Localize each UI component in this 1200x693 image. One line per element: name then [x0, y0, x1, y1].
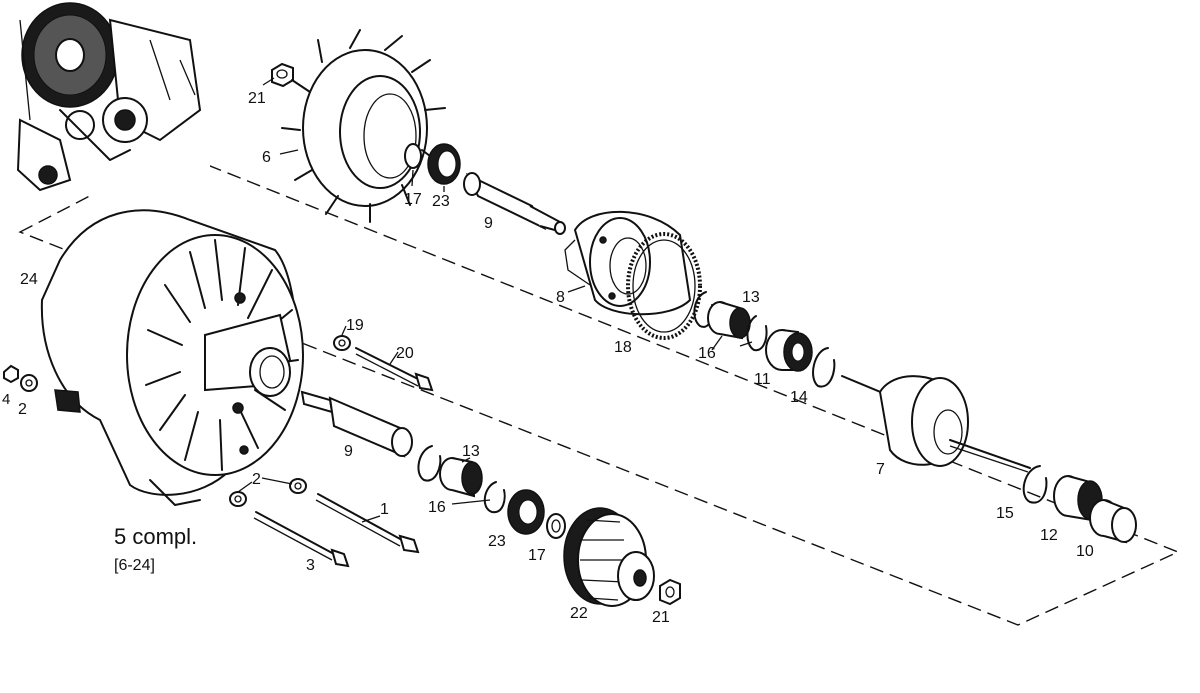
leader-lines [237, 77, 753, 523]
label-10: 10 [1076, 543, 1094, 560]
ring-part-17-bottom [546, 513, 566, 539]
sleeve-part-9-top [463, 172, 566, 235]
label-2-lower: 2 [252, 471, 261, 488]
assembly-range: [6-24] [114, 557, 155, 574]
label-19: 19 [346, 317, 364, 334]
label-17-bottom: 17 [528, 547, 546, 564]
washer-part-19 [333, 335, 351, 351]
label-22: 22 [570, 605, 588, 622]
washer-part-2-left [20, 374, 38, 392]
bearing-part-13-upper [707, 301, 751, 340]
bolt-part-1 [315, 493, 420, 554]
pulley-part-22 [563, 507, 655, 607]
label-1: 1 [380, 501, 389, 518]
bolt-part-20 [355, 347, 434, 392]
fan-part-6 [281, 29, 446, 223]
housing-part-24 [40, 209, 304, 506]
label-23-bottom: 23 [488, 533, 506, 550]
label-13-upper: 13 [742, 289, 760, 306]
bearing-part-11 [765, 329, 813, 372]
bolt-part-3 [253, 511, 350, 568]
label-7: 7 [876, 461, 885, 478]
rotor-part-7 [841, 375, 1031, 473]
engine-thumbnail [14, 2, 210, 194]
label-2-left: 2 [18, 401, 27, 418]
nut-part-4 [3, 364, 19, 384]
label-23-top: 23 [432, 193, 450, 210]
label-17-top: 17 [404, 191, 422, 208]
label-3: 3 [306, 557, 315, 574]
label-15: 15 [996, 505, 1014, 522]
circlip-part-16-lower [417, 445, 442, 482]
label-16-upper: 16 [698, 345, 716, 362]
label-14: 14 [790, 389, 808, 406]
sleeve-part-9-bottom [300, 390, 413, 458]
label-16-lower: 16 [428, 499, 446, 516]
label-21-top: 21 [248, 90, 266, 107]
circlip-part-14 [812, 347, 836, 388]
circlip-part-16b-lower [483, 481, 506, 514]
label-12: 12 [1040, 527, 1058, 544]
label-11: 11 [754, 371, 771, 388]
label-9-bottom: 9 [344, 443, 353, 460]
bearing-part-13-lower [439, 457, 483, 498]
circlip-part-16b-upper [746, 315, 768, 352]
ring-part-17-top [404, 143, 422, 169]
sleeve-part-10 [1089, 499, 1137, 544]
seal-part-23-top [427, 143, 461, 185]
label-6: 6 [262, 149, 271, 166]
nut-part-21-top [271, 62, 294, 88]
label-21-bottom: 21 [652, 609, 670, 626]
ring-part-18 [626, 232, 702, 340]
label-18: 18 [614, 339, 632, 356]
label-24: 24 [20, 271, 38, 288]
label-9-top: 9 [484, 215, 493, 232]
circlip-part-15 [1022, 465, 1048, 504]
label-20: 20 [396, 345, 414, 362]
label-4: 4 [2, 391, 10, 408]
label-13-lower: 13 [462, 443, 480, 460]
nut-part-21-bottom [659, 578, 681, 606]
label-8: 8 [556, 289, 565, 306]
housing-part-8 [564, 210, 692, 316]
assembly-title: 5 compl. [114, 524, 197, 549]
washer-part-2-upper [289, 478, 307, 494]
seal-part-23-bottom [507, 489, 545, 535]
washer-part-2-lower [229, 491, 247, 507]
